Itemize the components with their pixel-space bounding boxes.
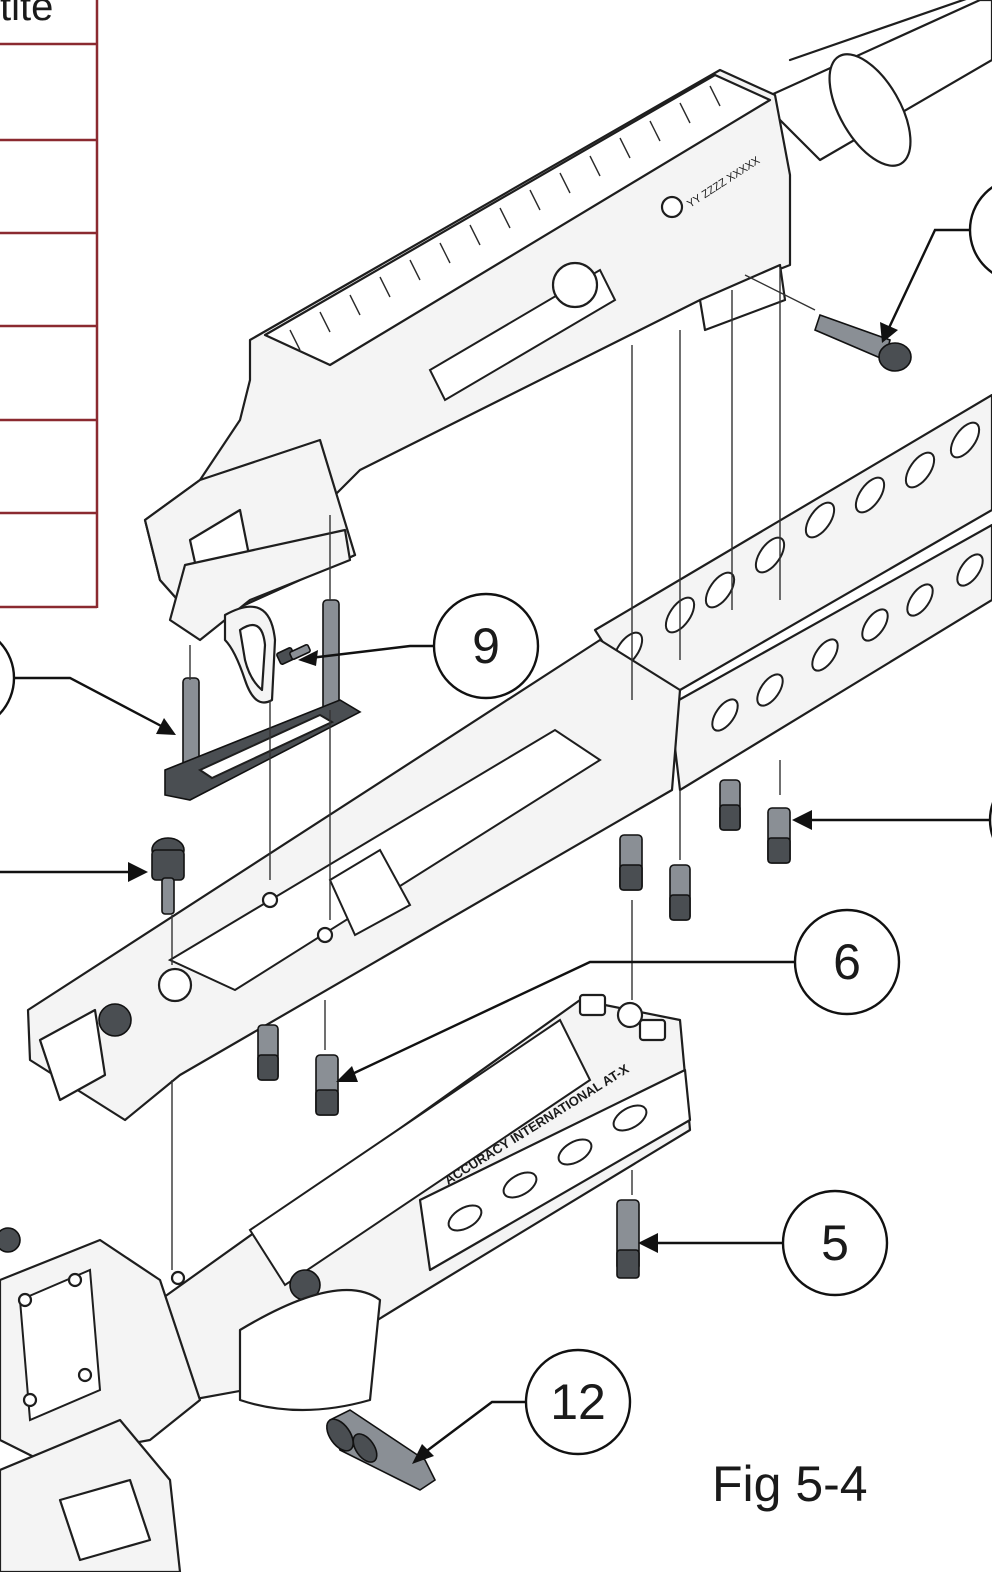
assembly-guide-lines [171, 268, 816, 1270]
callout-5-label: 5 [821, 1215, 849, 1271]
screw-centre-left-a [257, 1024, 279, 1081]
bedding-plate [164, 599, 362, 801]
trigger-assembly [168, 528, 352, 704]
screw-centre-left-b [315, 1054, 339, 1116]
screws [151, 313, 912, 1279]
figure-caption: Fig 5-4 [712, 1456, 868, 1512]
parts-table: tite [0, 0, 99, 609]
callout-9: 9 [432, 592, 540, 700]
callout-partial-top-right [968, 186, 992, 274]
callout-6: 6 [793, 908, 901, 1016]
callout-6-label: 6 [833, 934, 861, 990]
stock-adaptor [0, 1227, 202, 1572]
screw-callout-5 [616, 1199, 640, 1279]
callout-9-label: 9 [472, 618, 500, 674]
trigger-screw [276, 644, 311, 665]
screw-mid-d [767, 807, 791, 864]
callout-12: 12 [524, 1348, 632, 1456]
table-header-text: tite [0, 0, 53, 29]
chassis-forend [593, 393, 992, 792]
receiver: YY ZZZZ XXXXX [143, 68, 792, 627]
table-grid [0, 0, 99, 609]
keymod-slots-lower [711, 553, 984, 732]
screw-left [151, 837, 185, 915]
screw-mid-a [619, 834, 643, 891]
chassis-lower: ACCURACY INTERNATIONAL AT-X [138, 993, 692, 1412]
chassis-centre [26, 638, 682, 1122]
callout-12-label: 12 [550, 1374, 606, 1430]
screw-mid-c [719, 779, 741, 831]
callout-5: 5 [781, 1189, 889, 1297]
callout-leaders [0, 228, 992, 1464]
plunger-part [326, 1409, 437, 1491]
lower-slots [447, 1104, 648, 1232]
screw-top-right [814, 313, 912, 372]
barrel [758, 0, 992, 167]
callout-partial-left [0, 640, 16, 716]
screw-mid-b [669, 864, 691, 921]
